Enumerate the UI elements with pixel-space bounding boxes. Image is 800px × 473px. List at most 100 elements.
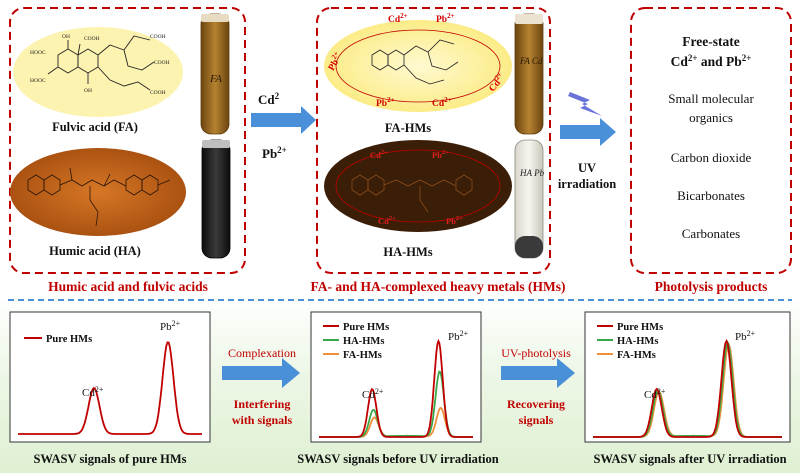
series-pure-hms-line (18, 341, 202, 435)
panel-complexed-hms: Cd2+ Pb2+ Pb2+ Cd2+ Pb2+ Cd2+ Cd2+ Pb2+ … (310, 7, 566, 294)
arrow-complexation-label: Complexation (228, 346, 296, 360)
ion-cd-label: Cd2+ (388, 12, 408, 25)
chart3-caption: SWASV signals after UV irradiation (593, 452, 786, 466)
product-item: Carbonates (682, 226, 740, 241)
mol-label: COOH (150, 90, 166, 96)
ion-pb-label: Pb2+ (376, 96, 395, 109)
arrow-uv-top: UV irradiation (558, 92, 616, 191)
product-item: organics (689, 110, 733, 125)
arrow-complexation-sub1: Interfering (234, 397, 291, 411)
mol-label: COOH (150, 34, 166, 40)
tube-ha-pb-label: HA Pb (519, 168, 545, 178)
arrow-photolysis-bottom: UV-photolysis Recovering signals (501, 346, 575, 427)
arrow1-cd: Cd (258, 92, 275, 107)
humic-molecule (27, 167, 171, 227)
series-pure-hms-line (319, 338, 473, 438)
panel3-caption: Photolysis products (655, 279, 768, 294)
panel-humic-fulvic: HOOC COOH OH COOH COOH OH HOOC COOH Fulv… (9, 7, 246, 294)
ha-hms-label: HA-HMs (383, 245, 432, 259)
chart2-peak-cd: Cd2+ (362, 387, 384, 401)
legend-label: FA-HMs (617, 350, 656, 361)
arrow-complexation-bottom: Complexation Interfering with signals (222, 346, 300, 427)
panel3-border (630, 7, 792, 274)
legend-label: Pure HMs (617, 322, 663, 333)
product-item: Bicarbonates (677, 188, 745, 203)
chart1-peak-pb: Pb2+ (160, 319, 181, 333)
ha-hms-ring (335, 149, 501, 223)
arrow-photolysis-sub1: Recovering (507, 397, 565, 411)
mol-label: COOH (154, 60, 170, 66)
mol-label: OH (62, 34, 70, 40)
products-title-line2: Cd2+ and Pb2+ (671, 53, 752, 69)
ion-cd-label: Cd2+ (432, 96, 452, 109)
chart-pure-hms: Pure HMs Cd2+ Pb2+ SWASV signals of pure… (9, 311, 211, 466)
panel2-border (316, 7, 551, 274)
ion-cd-label: Cd2+ (370, 149, 388, 160)
chart3-frame (584, 311, 791, 443)
chart2-peak-pb: Pb2+ (448, 329, 469, 343)
fa-hms-label: FA-HMs (385, 121, 431, 135)
chart1-frame (9, 311, 211, 443)
arrow1-pb: Pb (262, 146, 277, 161)
mol-label: OH (84, 88, 92, 94)
fulvic-molecule (47, 35, 155, 91)
ion-pb-label: Pb2+ (446, 215, 463, 226)
chart2-caption: SWASV signals before UV irradiation (297, 452, 498, 466)
ion-pb-label: Pb2+ (436, 12, 455, 25)
legend-label: Pure HMs (343, 322, 389, 333)
lightning-icon (568, 92, 602, 116)
fa-hms-ellipse (324, 20, 512, 112)
chart3-peak-cd: Cd2+ (644, 387, 666, 401)
tube-ha (201, 139, 231, 259)
legend-label: HA-HMs (343, 336, 384, 347)
mol-label: HOOC (30, 78, 46, 84)
legend-label: Pure HMs (46, 334, 92, 345)
legend-label: HA-HMs (617, 336, 658, 347)
mol-label: COOH (84, 36, 100, 42)
arrow-complexation-sub2: with signals (232, 413, 293, 427)
tube-fa-label: FA (209, 73, 222, 85)
tube-fa-cd-label: FA Cd (519, 56, 543, 66)
mol-label: HOOC (30, 50, 46, 56)
products-title-line1: Free-state (682, 34, 739, 49)
svg-text:Cd2: Cd2 (258, 91, 280, 107)
fa-hms-ring (335, 29, 501, 103)
chart3-peak-pb: Pb2+ (735, 329, 756, 343)
ion-cd-label: Cd2+ (378, 215, 396, 226)
arrow2-line2: irradiation (558, 177, 616, 191)
arrow1-cd-sup: 2 (275, 91, 280, 101)
tube-fa-cd: FA Cd (514, 13, 544, 135)
arrow1-pb-sup: 2+ (277, 145, 287, 155)
ha-hms-molecule (351, 174, 473, 213)
tube-fa: FA (200, 13, 230, 135)
chart2-frame (310, 311, 482, 443)
product-item: Small molecular (668, 91, 754, 106)
arrow-photolysis-sub2: signals (519, 413, 554, 427)
tube-ha-pb: HA Pb (514, 139, 545, 259)
panel2-caption: FA- and HA-complexed heavy metals (HMs) (310, 279, 565, 294)
humic-ellipse (10, 148, 186, 236)
svg-text:Pb2+: Pb2+ (262, 145, 287, 161)
fa-hms-molecule (371, 39, 459, 85)
arrow-photolysis-label: UV-photolysis (501, 346, 571, 360)
legend-label: FA-HMs (343, 350, 382, 361)
fulvic-ellipse (13, 27, 183, 117)
arrow2-line1: UV (578, 161, 596, 175)
humic-label: Humic acid (HA) (49, 244, 141, 258)
ha-hms-ellipse (324, 140, 512, 232)
arrow-complexation-top: Cd2 Pb2+ (251, 91, 316, 161)
panel1-caption: Humic acid and fulvic acids (48, 279, 208, 294)
panel1-border (9, 7, 246, 274)
chart1-caption: SWASV signals of pure HMs (33, 452, 186, 466)
series-pure-hms-line (593, 338, 782, 438)
ion-pb-label: Pb2+ (324, 50, 345, 73)
panel-photolysis-products: Free-state Cd2+ and Pb2+ Small molecular… (630, 7, 792, 294)
fulvic-label: Fulvic acid (FA) (52, 120, 138, 134)
chart1-peak-cd: Cd2+ (82, 385, 104, 399)
product-item: Carbon dioxide (671, 150, 752, 165)
ion-pb-label: Pb2+ (432, 149, 449, 160)
